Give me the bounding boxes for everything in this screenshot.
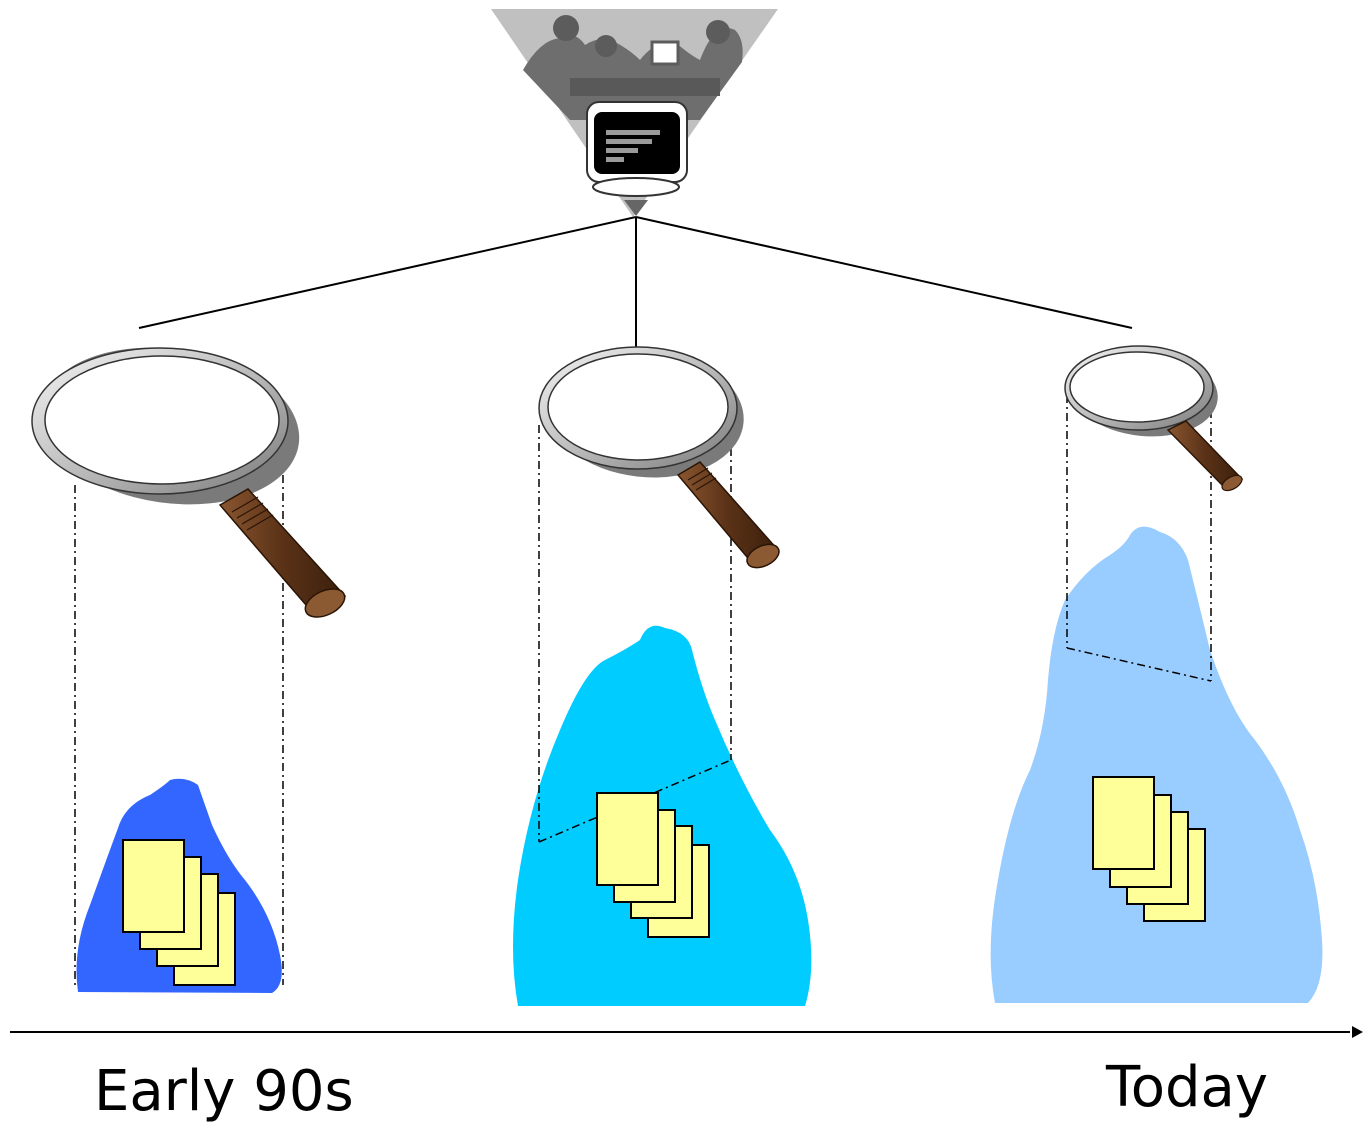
arrow-right-icon [1352, 1026, 1363, 1038]
data-mountain-today [990, 526, 1323, 1003]
monitor-icon [586, 101, 688, 216]
timeline-end-label: Today [1106, 1055, 1268, 1120]
magnifying-glass-icon [31, 347, 347, 618]
document-stack-icon [122, 839, 236, 986]
document-stack-icon [596, 792, 710, 938]
timeline-start-label: Early 90s [94, 1059, 354, 1124]
connector-lines [138, 216, 1133, 348]
magnifying-glass-icon [538, 346, 780, 569]
timeline-axis [10, 1026, 1363, 1038]
document-stack-icon [1092, 776, 1206, 922]
magnifying-glass-icon [1064, 345, 1244, 492]
